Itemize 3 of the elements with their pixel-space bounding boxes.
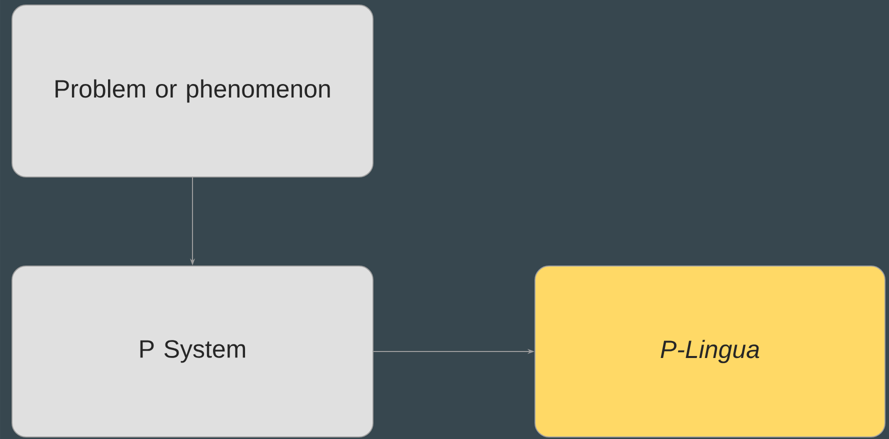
- process-box: P System: [12, 266, 374, 438]
- process-box: P-Lingua: [534, 266, 886, 438]
- process-box: Problem or phenomenon: [12, 4, 374, 178]
